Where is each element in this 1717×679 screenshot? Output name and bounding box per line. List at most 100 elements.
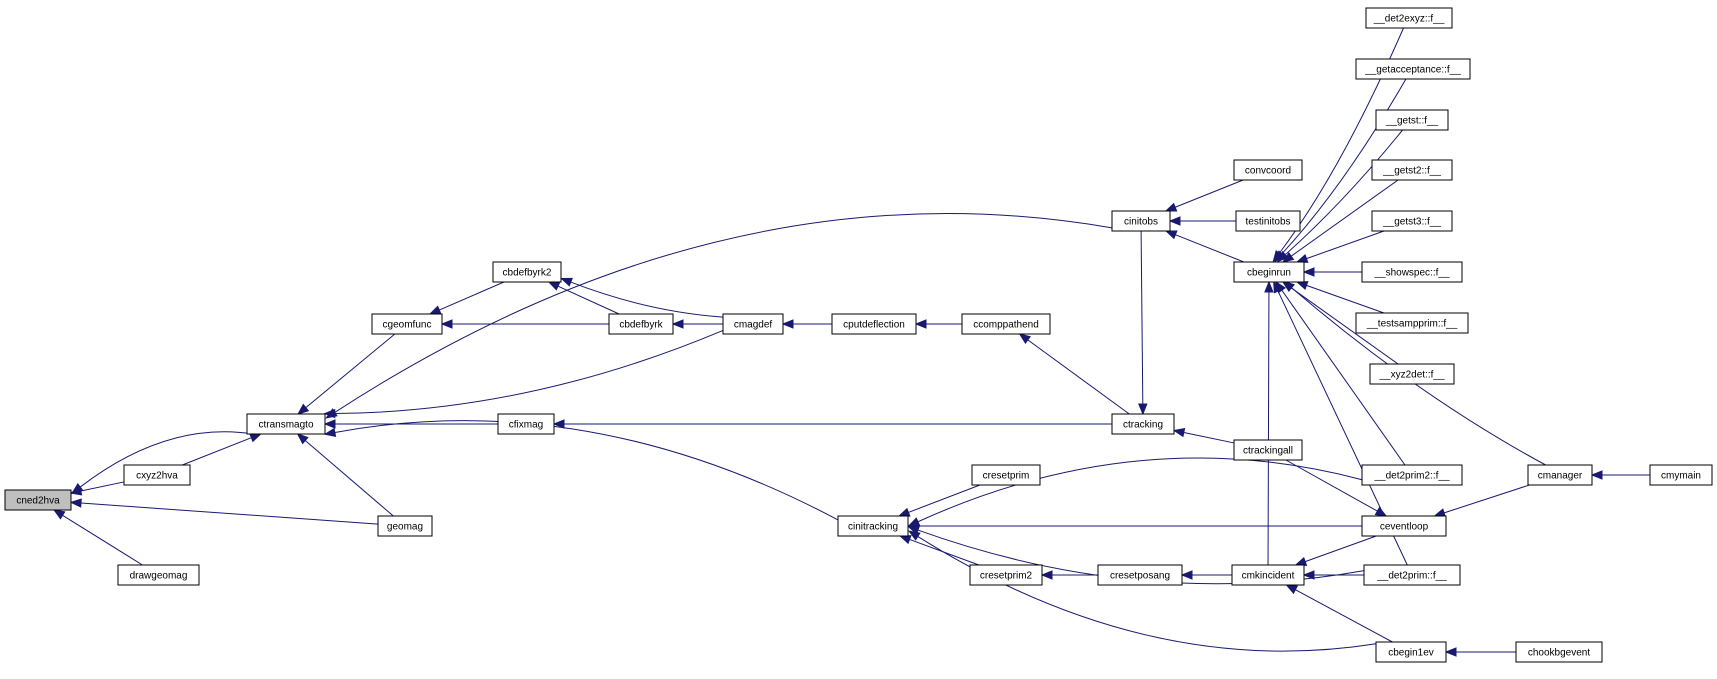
node-label: __det2prim::f__: [1376, 571, 1447, 582]
node-label: geomag: [387, 522, 423, 533]
node-cmymain[interactable]: cmymain: [1649, 464, 1713, 486]
edge-getst-to-cbeginrun: [1276, 129, 1403, 263]
node-ctracking[interactable]: ctracking: [1111, 413, 1175, 435]
node-label: __getst3::f__: [1382, 217, 1441, 228]
node-showspec[interactable]: __showspec::f__: [1361, 261, 1463, 283]
node-testinitobs[interactable]: testinitobs: [1235, 210, 1301, 232]
node-label: cmanager: [1538, 471, 1583, 482]
edge-ceventloop-to-cinitracking: [906, 521, 1362, 531]
edge-ctracking-to-cfixmag: [552, 419, 1112, 429]
node-label: ceventloop: [1380, 522, 1429, 533]
node-label: __det2prim2::f__: [1373, 471, 1449, 482]
node-geomag[interactable]: geomag: [377, 515, 433, 537]
node-getst2[interactable]: __getst2::f__: [1371, 159, 1453, 181]
node-chookbgevent[interactable]: chookbgevent: [1515, 641, 1603, 663]
edge-cbdefbyrk-to-cgeomfunc: [440, 319, 609, 329]
nodes: cned2hva ctransmagto cxyz2hva geomag drawgeo…: [4, 7, 1713, 663]
node-label: __showspec::f__: [1373, 268, 1449, 279]
node-label: chookbgevent: [1528, 648, 1590, 659]
node-label: __getst::f__: [1385, 116, 1439, 127]
edge-cinitobs-to-ctracking: [1138, 230, 1148, 416]
edge-cmymain-to-cmanager: [1590, 470, 1650, 480]
node-cresetposang[interactable]: cresetposang: [1097, 564, 1183, 586]
node-label: cinitracking: [848, 522, 898, 533]
edge-drawgeomag-to-cned2hva: [52, 509, 143, 566]
node-getst3[interactable]: __getst3::f__: [1371, 210, 1453, 232]
node-label: cmkincident: [1242, 571, 1295, 582]
edge-testsampprim-to-cbeginrun: [1295, 281, 1385, 314]
node-label: ctransmagto: [258, 420, 313, 431]
node-cfixmag[interactable]: cfixmag: [497, 413, 555, 435]
edge-geomag-to-ctransmagto: [296, 433, 394, 517]
node-ctransmagto[interactable]: ctransmagto: [246, 413, 326, 435]
node-cbeginrun[interactable]: cbeginrun: [1233, 261, 1305, 283]
node-label: cbeginrun: [1247, 268, 1291, 279]
node-det2prim[interactable]: __det2prim::f__: [1363, 564, 1461, 586]
edge-cmkincident-to-cresetposang: [1180, 570, 1232, 580]
node-getacceptance[interactable]: __getacceptance::f__: [1355, 58, 1471, 80]
node-cmagdef[interactable]: cmagdef: [722, 313, 784, 335]
edge-geomag-to-cned2hva: [69, 498, 379, 525]
node-label: __xyz2det::f__: [1378, 370, 1444, 381]
node-label: __det2exyz::f__: [1373, 14, 1445, 25]
node-cbegin1ev[interactable]: cbegin1ev: [1375, 641, 1447, 663]
node-label: cxyz2hva: [136, 471, 178, 482]
edge-det2prim2-to-cinitracking: [907, 457, 1363, 527]
edge-testinitobs-to-cinitobs: [1168, 216, 1236, 226]
edge-cmanager-to-cbeginrun: [1282, 280, 1546, 466]
node-cmanager[interactable]: cmanager: [1527, 464, 1593, 486]
edge-cxyz2hva-to-cned2hva: [69, 481, 125, 496]
edge-cbeginrun-to-cinitobs: [1164, 230, 1245, 263]
node-label: cputdeflection: [843, 320, 905, 331]
node-label: cfixmag: [509, 420, 543, 431]
node-cmkincident[interactable]: cmkincident: [1231, 564, 1305, 586]
edge-cfixmag-to-ctransmagto: [323, 419, 498, 429]
node-ctrackingall[interactable]: ctrackingall: [1233, 439, 1303, 461]
node-cned2hva[interactable]: cned2hva: [4, 489, 72, 511]
node-det2exyz[interactable]: __det2exyz::f__: [1365, 7, 1453, 29]
node-ccomppathend[interactable]: ccomppathend: [961, 313, 1051, 335]
node-cgeomfunc[interactable]: cgeomfunc: [371, 313, 443, 335]
node-cbdefbyrk2[interactable]: cbdefbyrk2: [492, 261, 562, 283]
node-label: ctrackingall: [1243, 446, 1293, 457]
edge-ceventloop-to-cmkincident: [1294, 535, 1377, 566]
node-cresetprim[interactable]: cresetprim: [971, 464, 1041, 486]
node-label: cned2hva: [16, 496, 60, 507]
node-cinitracking[interactable]: cinitracking: [837, 515, 909, 537]
node-label: cbdefbyrk2: [503, 268, 552, 279]
node-label: __testsampprim::f__: [1366, 319, 1458, 330]
node-label: cresetprim: [983, 471, 1030, 482]
node-convcoord[interactable]: convcoord: [1233, 159, 1303, 181]
edge-cmkincident-to-cbeginrun: [1264, 280, 1274, 566]
node-drawgeomag[interactable]: drawgeomag: [117, 564, 200, 586]
node-label: cgeomfunc: [383, 320, 432, 331]
edge-cresetprim2-to-cinitracking: [898, 535, 980, 566]
edge-getst3-to-cbeginrun: [1295, 230, 1385, 263]
edge-chookbgevent-to-cbegin1ev: [1444, 647, 1516, 657]
node-cxyz2hva[interactable]: cxyz2hva: [123, 464, 191, 486]
node-getst[interactable]: __getst::f__: [1375, 109, 1449, 131]
node-cbdefbyrk[interactable]: cbdefbyrk: [608, 313, 674, 335]
node-label: cbdefbyrk: [619, 320, 663, 331]
edge-ctracking-to-ccomppathend: [1018, 333, 1130, 415]
node-label: drawgeomag: [130, 571, 188, 582]
node-ceventloop[interactable]: ceventloop: [1361, 515, 1447, 537]
edge-cputdeflection-to-cmagdef: [781, 319, 832, 329]
node-cputdeflection[interactable]: cputdeflection: [831, 313, 917, 335]
node-testsampprim[interactable]: __testsampprim::f__: [1355, 312, 1469, 334]
edge-getst2-to-cbeginrun: [1281, 179, 1399, 263]
node-label: cbegin1ev: [1388, 648, 1434, 659]
node-label: __getst2::f__: [1382, 166, 1441, 177]
edge-cbdefbyrk2-to-cgeomfunc: [428, 281, 505, 315]
edge-convcoord-to-cinitobs: [1164, 179, 1244, 212]
edge-cinitobs-to-ctransmagto: [325, 213, 1113, 419]
edge-cbegin1ev-to-cinitracking: [908, 530, 1377, 652]
node-cinitobs[interactable]: cinitobs: [1111, 210, 1171, 232]
node-label: testinitobs: [1245, 217, 1290, 228]
node-label: cinitobs: [1124, 217, 1158, 228]
edge-cmagdef-to-cbdefbyrk2: [560, 277, 724, 318]
edge-showspec-to-cbeginrun: [1302, 267, 1362, 277]
node-xyz2det[interactable]: __xyz2det::f__: [1369, 363, 1455, 385]
node-det2prim2[interactable]: __det2prim2::f__: [1361, 464, 1463, 486]
node-cresetprim2[interactable]: cresetprim2: [969, 564, 1043, 586]
